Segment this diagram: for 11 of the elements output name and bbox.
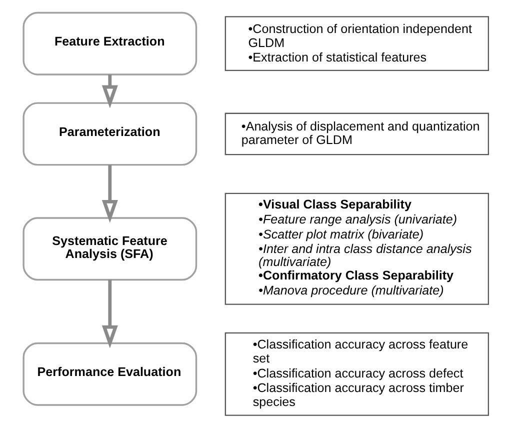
- node-box: Parameterization: [22, 102, 197, 166]
- node-box: Feature Extraction: [22, 12, 197, 76]
- arrow: [101, 165, 118, 223]
- node-box: •Analysis of displacement and quantization parameter of GLDM: [224, 112, 488, 156]
- node-box: •Visual Class Separability •Feature range analysis (univariate) •Scatter plot matrix (bivariate) •Inter and intra class distance analysis (multivariate) •Confirmatory Class Separability •Manova procedure (multivariate): [224, 192, 488, 305]
- arrow: [101, 74, 118, 108]
- node-box: Systematic Feature Analysis (SFA): [22, 217, 197, 281]
- node-box: Performance Evaluation: [22, 342, 197, 406]
- node-box: •Construction of orientation independent GLDM •Extraction of statistical features: [224, 16, 488, 72]
- node-box: •Classification accuracy across feature set •Classification accuracy across defect •Classification accuracy across timber species: [224, 332, 488, 416]
- arrow: [101, 280, 118, 348]
